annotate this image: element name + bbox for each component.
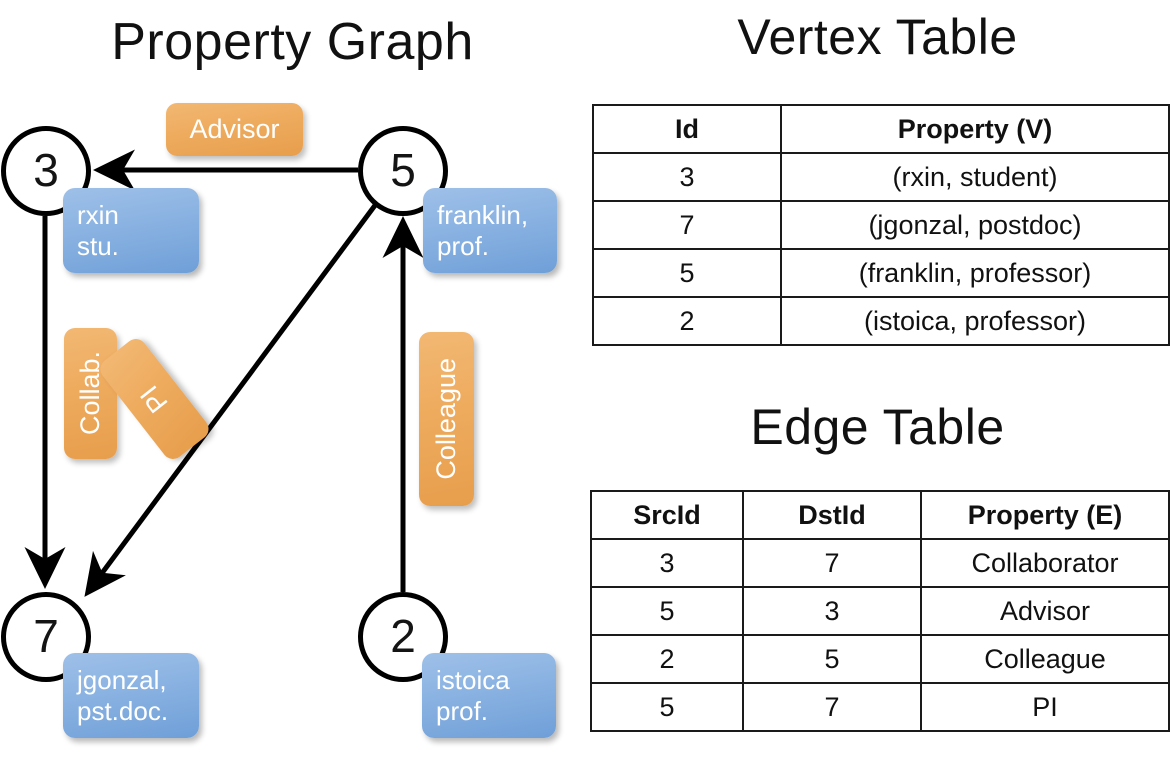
edge-cell-srcid: 5 xyxy=(590,682,744,732)
vertex-cell-property: (istoica, professor) xyxy=(780,296,1170,346)
edge-cell-property: Colleague xyxy=(920,634,1170,684)
node-property-box-5: franklin, prof. xyxy=(423,188,557,273)
vertex-cell-id: 5 xyxy=(592,248,782,298)
graph-edges-svg xyxy=(24,149,424,597)
vertex-cell-id: 2 xyxy=(592,296,782,346)
edge-cell-property: Collaborator xyxy=(920,538,1170,588)
vertex-table: Id Property (V) 3 (rxin, student) 7 (jgo… xyxy=(592,104,1170,346)
graph-node-2-id: 2 xyxy=(390,610,416,662)
property-graph-diagram: Advisor Collab. PI Colleague 3 rxin stu.… xyxy=(1,103,557,738)
edge-col-dstid: DstId xyxy=(742,490,922,540)
vertex-col-id: Id xyxy=(592,104,782,154)
edge-cell-dstid: 7 xyxy=(742,682,922,732)
edge-cell-property: Advisor xyxy=(920,586,1170,636)
edge-table-title: Edge Table xyxy=(750,399,1005,455)
node-7-prop-line1: jgonzal, xyxy=(77,665,167,695)
node-5-prop-line1: franklin, xyxy=(437,200,529,230)
edge-col-property: Property (E) xyxy=(920,490,1170,540)
graph-node-2[interactable]: 2 xyxy=(358,592,448,682)
edge-5-to-7 xyxy=(84,202,379,597)
node-property-box-3: rxin stu. xyxy=(63,188,199,273)
vertex-cell-id: 7 xyxy=(592,200,782,250)
graph-node-5-id: 5 xyxy=(390,144,416,196)
vertex-cell-property: (franklin, professor) xyxy=(780,248,1170,298)
edge-label-colleague-text: Colleague xyxy=(431,358,461,480)
table-row: 2 5 Colleague xyxy=(590,634,1170,684)
vertex-cell-property: (jgonzal, postdoc) xyxy=(780,200,1170,250)
edge-cell-srcid: 2 xyxy=(590,634,744,684)
node-2-prop-line1: istoica xyxy=(436,665,510,695)
node-2-prop-line2: prof. xyxy=(436,695,489,726)
edge-cell-srcid: 5 xyxy=(590,586,744,636)
edge-label-advisor-text: Advisor xyxy=(189,114,280,144)
vertex-col-property: Property (V) xyxy=(780,104,1170,154)
table-row: 7 (jgonzal, postdoc) xyxy=(592,200,1170,250)
edge-label-colleague: Colleague xyxy=(419,332,474,506)
table-row: 2 (istoica, professor) xyxy=(592,296,1170,346)
edge-label-pi-text: PI xyxy=(134,380,174,419)
vertex-table-title: Vertex Table xyxy=(737,9,1018,65)
property-graph-title: Property Graph xyxy=(111,13,474,71)
node-3-prop-line1: rxin xyxy=(77,200,119,230)
edge-col-srcid: SrcId xyxy=(590,490,744,540)
node-property-box-2: istoica prof. xyxy=(422,653,556,738)
vertex-table-header-row: Id Property (V) xyxy=(592,104,1170,154)
table-row: 3 7 Collaborator xyxy=(590,538,1170,588)
edge-cell-dstid: 5 xyxy=(742,634,922,684)
table-row: 5 3 Advisor xyxy=(590,586,1170,636)
edge-cell-dstid: 3 xyxy=(742,586,922,636)
table-row: 5 7 PI xyxy=(590,682,1170,732)
edge-cell-srcid: 3 xyxy=(590,538,744,588)
graph-node-5[interactable]: 5 xyxy=(358,126,448,216)
edge-cell-dstid: 7 xyxy=(742,538,922,588)
edge-cell-property: PI xyxy=(920,682,1170,732)
edge-table-header-row: SrcId DstId Property (E) xyxy=(590,490,1170,540)
table-row: 5 (franklin, professor) xyxy=(592,248,1170,298)
vertex-cell-property: (rxin, student) xyxy=(780,152,1170,202)
edge-label-collab: Collab. xyxy=(64,328,117,459)
edge-label-advisor: Advisor xyxy=(166,103,303,156)
node-7-prop-line2: pst.doc. xyxy=(77,695,169,726)
graph-node-3-id: 3 xyxy=(33,144,59,196)
edge-table: SrcId DstId Property (E) 3 7 Collaborato… xyxy=(590,490,1170,732)
vertex-cell-id: 3 xyxy=(592,152,782,202)
graph-node-7-id: 7 xyxy=(33,610,59,662)
node-3-prop-line2: stu. xyxy=(77,230,119,261)
node-property-box-7: jgonzal, pst.doc. xyxy=(63,653,199,738)
table-row: 3 (rxin, student) xyxy=(592,152,1170,202)
node-5-prop-line2: prof. xyxy=(437,230,490,261)
